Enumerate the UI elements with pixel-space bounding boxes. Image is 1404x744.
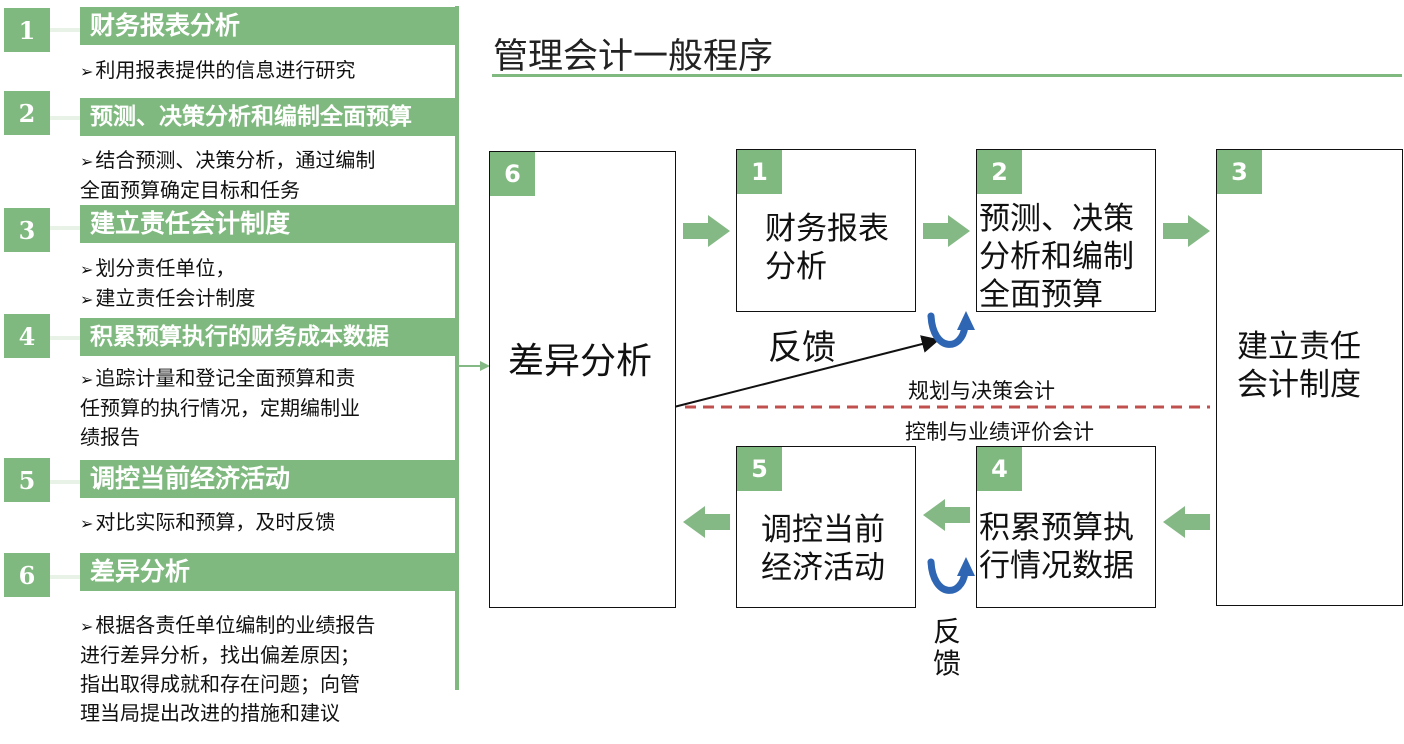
step-3-number: 3 [4, 208, 50, 252]
step-6-desc-line: 指出取得成就和存在问题；向管 [80, 672, 360, 696]
box-5-regulate-activities: 5 调控当前 经济活动 [736, 446, 916, 608]
box-1-line: 财务报表 [765, 211, 889, 247]
box-4-badge: 4 [977, 447, 1022, 491]
box-1-text: 财务报表 分析 [765, 210, 889, 286]
step-1-desc-line: 利用报表提供的信息进行研究 [80, 56, 452, 86]
step-6-title: 差异分析 [80, 553, 456, 591]
step-6-desc-line: 根据各责任单位编制的业绩报告 [80, 611, 452, 641]
step-4-desc-line: 追踪计量和登记全面预算和责 [80, 364, 452, 394]
arrow-2-to-3 [1163, 215, 1210, 247]
box-6-badge: 6 [490, 152, 535, 196]
diagram-title: 管理会计一般程序 [493, 37, 774, 77]
left-column-rail [455, 6, 459, 690]
box-5-line: 调控当前 [761, 512, 885, 548]
step-3-desc-line: 划分责任单位， [80, 254, 452, 284]
box-1-badge: 1 [737, 150, 782, 194]
box-6-variance-analysis: 6 差异分析 [489, 151, 676, 608]
box-2-badge: 2 [977, 150, 1022, 194]
step-3-connector [50, 226, 80, 230]
step-5-desc: 对比实际和预算，及时反馈 [80, 508, 452, 538]
step-2-title: 预测、决策分析和编制全面预算 [80, 98, 456, 136]
feedback-char: 反 [932, 615, 961, 648]
step-5-title: 调控当前经济活动 [80, 460, 456, 498]
step-3-title: 建立责任会计制度 [80, 205, 456, 243]
arrow-4-to-5 [923, 499, 970, 531]
box-3-text: 建立责任 会计制度 [1237, 328, 1361, 404]
step-4-desc: 追踪计量和登记全面预算和责 任预算的执行情况，定期编制业 绩报告 [80, 364, 452, 452]
step-2-number: 2 [4, 91, 50, 135]
feedback-char: 馈 [932, 647, 961, 680]
step-4-connector [50, 336, 80, 340]
arrow-6-to-1 [683, 215, 730, 247]
left-to-box6-arrowhead [480, 361, 490, 371]
step-5-desc-line: 对比实际和预算，及时反馈 [80, 508, 452, 538]
curl-arrow-top [927, 311, 975, 348]
box-6-text: 差异分析 [508, 341, 653, 382]
box-4-line: 积累预算执 [979, 510, 1134, 546]
step-1-desc: 利用报表提供的信息进行研究 [80, 56, 452, 86]
step-1-connector [50, 28, 80, 32]
box-4-line: 行情况数据 [979, 548, 1134, 584]
planning-decision-label: 规划与决策会计 [908, 379, 1055, 403]
step-2-connector [50, 116, 80, 120]
step-2-desc-line: 全面预算确定目标和任务 [80, 178, 300, 202]
step-5-number: 5 [4, 458, 50, 502]
box-1-line: 分析 [765, 249, 827, 285]
step-6-desc: 根据各责任单位编制的业绩报告 进行差异分析，找出偏差原因； 指出取得成就和存在问… [80, 611, 452, 728]
box-3-line: 建立责任 [1237, 329, 1361, 365]
step-4-title: 积累预算执行的财务成本数据 [80, 318, 456, 356]
arrow-3-to-4 [1163, 506, 1210, 538]
step-6-desc-line: 进行差异分析，找出偏差原因； [80, 643, 360, 667]
step-6-desc-line: 理当局提出改进的措施和建议 [80, 701, 340, 725]
title-underline [492, 74, 1402, 77]
box-2-line: 全面预算 [979, 277, 1103, 313]
step-4-desc-line: 绩报告 [80, 425, 140, 449]
step-4-number: 4 [4, 314, 50, 358]
step-5-connector [50, 480, 80, 484]
box-5-line: 经济活动 [761, 550, 885, 586]
box-2-forecast-budget: 2 预测、决策 分析和编制 全面预算 [976, 149, 1156, 314]
step-6-connector [50, 575, 80, 579]
curl-arrow-bottom [927, 557, 975, 594]
step-1-title: 财务报表分析 [80, 7, 456, 45]
arrow-1-to-2 [923, 215, 970, 247]
step-3-desc: 划分责任单位， 建立责任会计制度 [80, 254, 452, 314]
step-4-desc-line: 任预算的执行情况，定期编制业 [80, 396, 360, 420]
box-5-badge: 5 [737, 447, 782, 491]
feedback-label-bottom: 反 馈 [931, 616, 963, 680]
step-2-desc-line: 结合预测、决策分析，通过编制 [80, 146, 452, 176]
box-4-text: 积累预算执 行情况数据 [979, 509, 1134, 585]
box-3-badge: 3 [1217, 150, 1262, 194]
step-1-number: 1 [4, 8, 50, 52]
box-2-text: 预测、决策 分析和编制 全面预算 [979, 200, 1134, 314]
control-evaluation-label: 控制与业绩评价会计 [905, 420, 1094, 444]
box-5-text: 调控当前 经济活动 [761, 511, 885, 587]
feedback-label-top: 反馈 [768, 328, 836, 368]
box-2-line: 预测、决策 [979, 201, 1134, 237]
arrow-5-to-6 [683, 506, 730, 538]
box-4-budget-execution-data: 4 积累预算执 行情况数据 [976, 446, 1156, 608]
step-3-desc-line: 建立责任会计制度 [80, 284, 452, 314]
step-2-desc: 结合预测、决策分析，通过编制 全面预算确定目标和任务 [80, 146, 452, 205]
box-2-line: 分析和编制 [979, 239, 1134, 275]
box-1-financial-analysis: 1 财务报表 分析 [736, 149, 916, 312]
step-6-number: 6 [4, 553, 50, 597]
box-3-responsibility-accounting: 3 建立责任 会计制度 [1216, 149, 1403, 606]
feedback-arrow-line [669, 335, 940, 409]
box-3-line: 会计制度 [1237, 367, 1361, 403]
